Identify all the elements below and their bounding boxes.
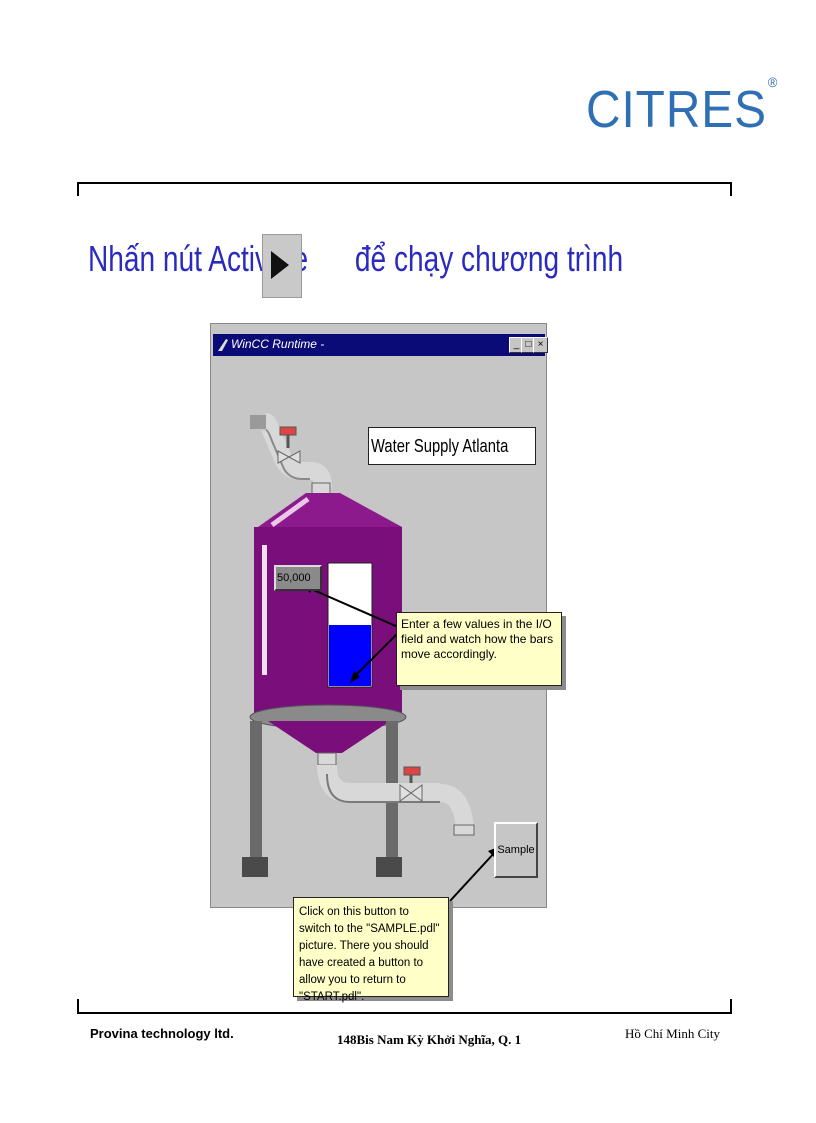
maximize-button[interactable]: □ [521,337,536,353]
play-triangle-icon [271,251,289,279]
callout-sample-button: Click on this button to switch to the "S… [293,897,449,1003]
callout-pointer-io [301,584,399,628]
outlet-pipe [317,752,475,836]
footer-address: 148Bis Nam Kỳ Khởi Nghĩa, Q. 1 [337,1032,522,1047]
window-titlebar[interactable]: WinCC Runtime - _ □ × [213,334,548,356]
tank-roof [258,493,402,527]
logo-text: CITRES [586,81,767,139]
footer-city: Hồ Chí Minh City [625,1026,720,1041]
callout-button-text: Click on this button to switch to the "S… [299,906,440,1003]
registered-mark: ® [767,73,779,90]
header-rule [77,182,732,184]
sample-button[interactable]: Sample [494,822,538,878]
close-button[interactable]: × [533,337,548,353]
sample-button-label: Sample [497,844,535,856]
io-field[interactable]: 50,000 [274,565,322,591]
outlet-valve [399,766,423,802]
tank-level-fill [329,625,371,686]
io-field-value: 50,000 [277,572,311,584]
inlet-pipe [250,413,332,496]
callout-io-text: Enter a few values in the I/O field and … [401,617,554,661]
window-title: WinCC Runtime - [231,337,325,351]
roof-highlight [270,496,310,528]
tank-foot-right [376,857,402,877]
footer-company: Provina technology ltd. [90,1026,234,1041]
callout-pointer-bar [351,632,399,680]
header-rule-left-tick [77,182,79,196]
footer-rule-left-tick [77,999,79,1013]
app-icon [218,339,228,351]
activate-button[interactable] [262,234,302,298]
callout-io-field: Enter a few values in the I/O field and … [396,612,562,686]
tank-cone [268,721,390,753]
tank-highlight [262,545,267,675]
callout-pointer-button [449,850,497,902]
plant-title-text: Water Supply Atlanta [371,436,509,456]
title-text-after: để chạy chương trình [354,238,624,279]
plant-title-field: Water Supply Atlanta [368,427,536,465]
inlet-valve [277,426,301,464]
process-graphic [242,413,498,902]
citres-logo: CITRES® [586,74,778,140]
header-rule-right-tick [730,182,732,196]
footer-rule [77,1012,732,1014]
tank-foot-left [242,857,268,877]
callout-pointer-bar-head [350,671,360,683]
footer-rule-right-tick [730,999,732,1013]
tank-leg-left [250,721,262,861]
